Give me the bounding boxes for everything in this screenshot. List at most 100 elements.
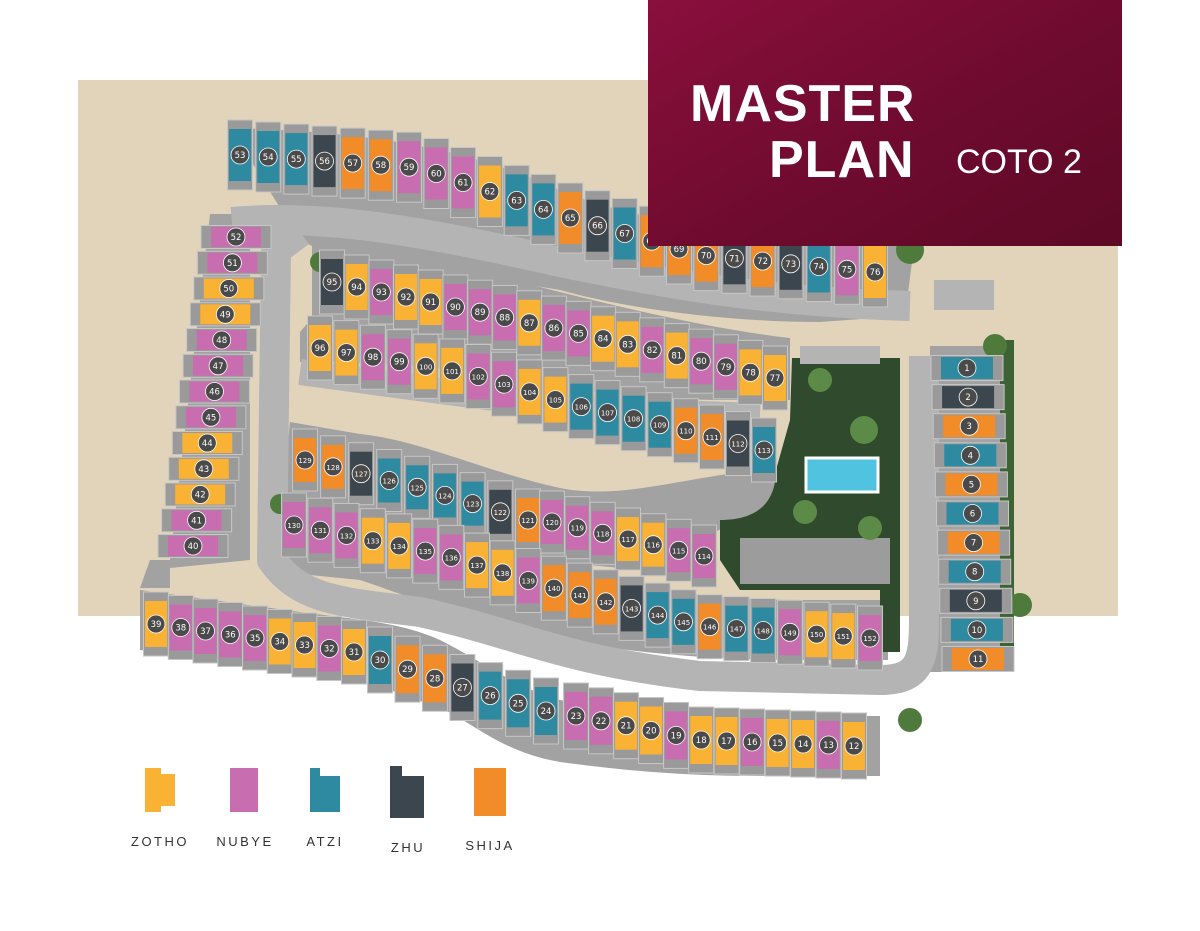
lot-6[interactable]: 6: [936, 500, 1009, 527]
lot-132[interactable]: 132: [333, 502, 360, 568]
lot-94[interactable]: 94: [343, 254, 370, 320]
lot-52[interactable]: 52: [200, 225, 272, 249]
lot-107[interactable]: 107: [594, 380, 621, 446]
lot-96[interactable]: 96: [307, 315, 333, 381]
lot-117[interactable]: 117: [615, 507, 641, 571]
lot-133[interactable]: 133: [359, 508, 386, 574]
lot-85[interactable]: 85: [565, 300, 592, 366]
lot-118[interactable]: 118: [589, 501, 616, 565]
lot-92[interactable]: 92: [393, 264, 419, 330]
lot-33[interactable]: 33: [291, 612, 318, 678]
lot-43[interactable]: 43: [168, 456, 240, 481]
lot-13[interactable]: 13: [815, 711, 842, 779]
lot-14[interactable]: 14: [790, 710, 817, 778]
lot-83[interactable]: 83: [614, 311, 641, 377]
lot-63[interactable]: 63: [503, 164, 530, 236]
lot-110[interactable]: 110: [672, 398, 699, 464]
lot-106[interactable]: 106: [568, 374, 595, 440]
lot-142[interactable]: 142: [592, 569, 619, 635]
lot-97[interactable]: 97: [333, 320, 360, 386]
lot-95[interactable]: 95: [319, 249, 345, 315]
lot-80[interactable]: 80: [688, 328, 715, 394]
lot-152[interactable]: 152: [857, 605, 883, 671]
lot-58[interactable]: 58: [367, 129, 394, 201]
lot-99[interactable]: 99: [386, 329, 413, 395]
lot-37[interactable]: 37: [192, 598, 219, 664]
lot-26[interactable]: 26: [477, 662, 504, 730]
lot-11[interactable]: 11: [941, 646, 1015, 672]
lot-38[interactable]: 38: [167, 595, 194, 660]
lot-40[interactable]: 40: [157, 534, 229, 558]
lot-81[interactable]: 81: [663, 323, 690, 389]
lot-19[interactable]: 19: [663, 701, 690, 769]
lot-90[interactable]: 90: [442, 274, 469, 340]
lot-2[interactable]: 2: [931, 384, 1005, 411]
lot-148[interactable]: 148: [750, 598, 777, 663]
lot-64[interactable]: 64: [530, 173, 557, 245]
lot-87[interactable]: 87: [516, 290, 543, 356]
lot-124[interactable]: 124: [431, 463, 458, 527]
lot-1[interactable]: 1: [930, 355, 1004, 381]
lot-135[interactable]: 135: [412, 518, 439, 584]
lot-57[interactable]: 57: [339, 127, 366, 199]
lot-91[interactable]: 91: [417, 269, 444, 335]
lot-151[interactable]: 151: [830, 603, 857, 669]
lot-102[interactable]: 102: [465, 344, 492, 409]
lot-7[interactable]: 7: [937, 529, 1011, 556]
lot-140[interactable]: 140: [540, 555, 567, 621]
lot-137[interactable]: 137: [464, 532, 490, 598]
lot-15[interactable]: 15: [764, 709, 791, 777]
lot-77[interactable]: 77: [762, 345, 788, 411]
lot-44[interactable]: 44: [171, 431, 243, 455]
lot-3[interactable]: 3: [932, 413, 1006, 440]
lot-100[interactable]: 100: [412, 333, 439, 399]
lot-119[interactable]: 119: [564, 496, 591, 560]
lot-108[interactable]: 108: [620, 386, 647, 452]
lot-146[interactable]: 146: [696, 594, 723, 660]
lot-103[interactable]: 103: [491, 351, 517, 417]
lot-128[interactable]: 128: [320, 435, 347, 499]
lot-93[interactable]: 93: [368, 259, 395, 325]
lot-34[interactable]: 34: [266, 609, 293, 674]
lot-79[interactable]: 79: [712, 334, 739, 400]
lot-50[interactable]: 50: [193, 276, 265, 301]
lot-149[interactable]: 149: [776, 599, 803, 665]
lot-35[interactable]: 35: [242, 605, 268, 671]
lot-145[interactable]: 145: [670, 589, 697, 655]
lot-131[interactable]: 131: [307, 497, 334, 563]
lot-30[interactable]: 30: [367, 626, 393, 694]
lot-111[interactable]: 111: [699, 404, 725, 470]
lot-22[interactable]: 22: [588, 687, 614, 755]
lot-89[interactable]: 89: [467, 279, 494, 345]
lot-109[interactable]: 109: [646, 392, 673, 458]
lot-61[interactable]: 61: [450, 147, 477, 218]
lot-29[interactable]: 29: [394, 635, 421, 703]
lot-20[interactable]: 20: [638, 697, 665, 764]
lot-114[interactable]: 114: [691, 524, 717, 588]
lot-9[interactable]: 9: [939, 587, 1013, 614]
lot-126[interactable]: 126: [376, 449, 403, 512]
lot-23[interactable]: 23: [563, 682, 589, 750]
lot-31[interactable]: 31: [341, 619, 367, 685]
lot-16[interactable]: 16: [739, 708, 766, 776]
lot-101[interactable]: 101: [439, 338, 466, 404]
lot-144[interactable]: 144: [644, 582, 671, 648]
lot-76[interactable]: 76: [862, 236, 888, 308]
lot-24[interactable]: 24: [533, 677, 559, 745]
lot-12[interactable]: 12: [841, 712, 867, 780]
lot-4[interactable]: 4: [933, 442, 1007, 469]
lot-127[interactable]: 127: [348, 442, 375, 506]
lot-62[interactable]: 62: [476, 156, 503, 227]
lot-49[interactable]: 49: [189, 302, 261, 327]
lot-54[interactable]: 54: [255, 121, 282, 193]
lot-21[interactable]: 21: [613, 692, 640, 760]
lot-86[interactable]: 86: [540, 295, 567, 361]
lot-78[interactable]: 78: [737, 339, 764, 405]
lot-36[interactable]: 36: [217, 602, 244, 667]
lot-66[interactable]: 66: [584, 190, 611, 262]
lot-112[interactable]: 112: [725, 411, 751, 476]
lot-25[interactable]: 25: [505, 669, 532, 737]
lot-46[interactable]: 46: [179, 379, 250, 404]
lot-47[interactable]: 47: [182, 353, 254, 378]
lot-42[interactable]: 42: [164, 482, 236, 507]
